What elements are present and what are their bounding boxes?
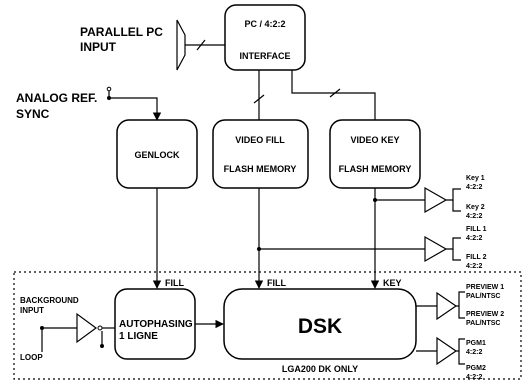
video-fill-box bbox=[212, 119, 309, 189]
parallel-input-line1: PARALLEL PC bbox=[80, 25, 163, 39]
sync-connector-icon bbox=[106, 86, 112, 92]
footer-label: LGA200 DK ONLY bbox=[282, 364, 358, 374]
preview2-line2: PAL/NTSC bbox=[466, 320, 500, 327]
key1-line2: 4:2:2 bbox=[466, 184, 482, 191]
fill1-line2: 4:2:2 bbox=[466, 235, 482, 242]
autophasing-line1: AUTOPHASING bbox=[119, 319, 193, 330]
genlock-label: GENLOCK bbox=[135, 150, 181, 160]
fill2-line2: 4:2:2 bbox=[466, 263, 482, 270]
preview2-output-line bbox=[458, 306, 465, 319]
lga200-board-outline bbox=[13, 271, 522, 380]
video-fill-line2: FLASH MEMORY bbox=[224, 164, 297, 174]
preview2-line1: PREVIEW 2 bbox=[466, 311, 504, 318]
fill2-line1: FILL 2 bbox=[466, 254, 487, 261]
bg-output-terminal-icon bbox=[97, 325, 103, 331]
pgm1-line2: 4:2:2 bbox=[466, 349, 482, 356]
interface-box bbox=[224, 4, 306, 71]
key1-output-line bbox=[446, 188, 461, 201]
analog-ref-line2: SYNC bbox=[16, 107, 50, 121]
bus-slash-icon bbox=[253, 94, 265, 104]
dsk-box bbox=[223, 288, 417, 360]
fill-amplifier-icon bbox=[424, 235, 448, 263]
key2-line2: 4:2:2 bbox=[466, 213, 482, 220]
bus-slash-icon bbox=[196, 39, 206, 51]
key1-line1: Key 1 bbox=[466, 175, 485, 182]
key2-output-line bbox=[452, 200, 461, 212]
dsk-label: DSK bbox=[298, 315, 342, 338]
pgm2-line2: 4:2:2 bbox=[466, 374, 482, 381]
background-line1: BACKGROUND bbox=[20, 296, 79, 305]
key2-line1: Key 2 bbox=[466, 204, 485, 211]
parallel-input-line2: INPUT bbox=[80, 40, 117, 54]
pgm1-output-line bbox=[456, 338, 465, 352]
preview1-line2: PAL/NTSC bbox=[466, 293, 500, 300]
autophasing-line2: 1 LIGNE bbox=[119, 331, 158, 342]
pgm2-output-line bbox=[458, 351, 465, 365]
bus-slash-icon bbox=[329, 88, 341, 98]
fill-signal-label-a: FILL bbox=[165, 278, 184, 288]
preview1-output-line bbox=[456, 291, 465, 307]
interface-line1: PC / 4:2:2 bbox=[244, 19, 285, 29]
pgm2-line1: PGM2 bbox=[466, 365, 486, 372]
video-key-line1: VIDEO KEY bbox=[350, 135, 399, 145]
analog-ref-line1: ANALOG REF. bbox=[16, 91, 97, 105]
fill1-line1: FILL 1 bbox=[466, 226, 487, 233]
background-line2: INPUT bbox=[20, 306, 44, 315]
video-fill-line1: VIDEO FILL bbox=[235, 135, 285, 145]
fill2-output-line bbox=[452, 249, 461, 261]
interface-line2: INTERFACE bbox=[239, 51, 290, 61]
interface-to-key-line bbox=[291, 70, 376, 120]
preview-amplifier-icon bbox=[436, 291, 458, 321]
bg-amplifier-icon bbox=[76, 312, 98, 344]
key-signal-label: KEY bbox=[383, 278, 402, 288]
sync-to-genlock-line bbox=[109, 97, 162, 121]
preview1-line1: PREVIEW 1 bbox=[466, 284, 504, 291]
pgm1-line1: PGM1 bbox=[466, 340, 486, 347]
key-amplifier-icon bbox=[424, 186, 448, 214]
fill1-output-line bbox=[446, 237, 461, 250]
pgm-amplifier-icon bbox=[436, 336, 458, 366]
parallel-connector-icon bbox=[176, 19, 186, 71]
video-key-line2: FLASH MEMORY bbox=[339, 164, 412, 174]
loop-label: LOOP bbox=[20, 353, 43, 362]
fill-signal-label-b: FILL bbox=[267, 278, 286, 288]
video-key-box bbox=[329, 119, 421, 189]
